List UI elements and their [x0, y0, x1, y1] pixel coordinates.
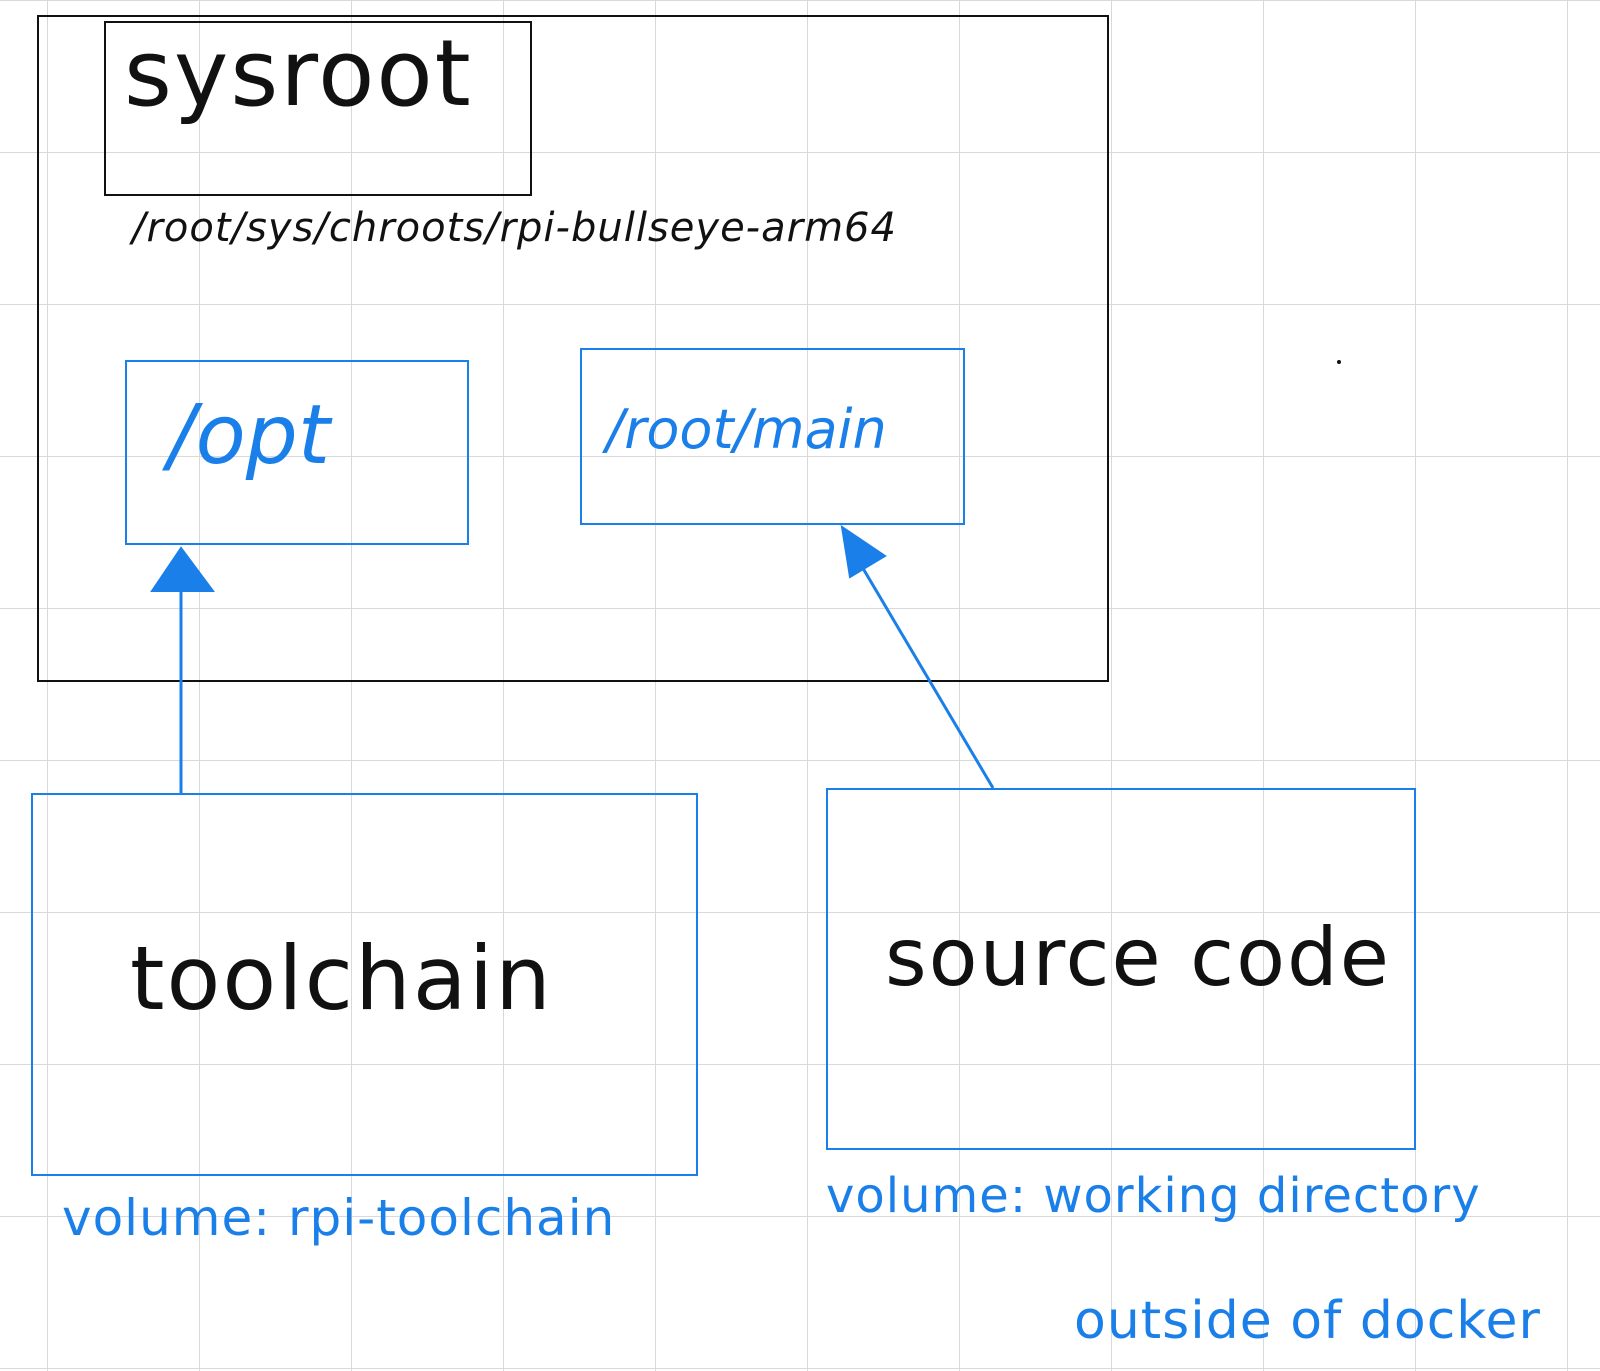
- source-code-to-root-main-arrow: [840, 524, 995, 789]
- opt-mount-box: [125, 360, 469, 545]
- stray-dot: [1337, 360, 1341, 364]
- source-volume-caption-line-2: outside of docker: [1074, 1291, 1541, 1351]
- sysroot-title: sysroot: [124, 20, 473, 127]
- source-volume-caption-line-1: volume: working directory: [826, 1168, 1481, 1224]
- opt-mount-label: /opt: [168, 388, 330, 483]
- arrowhead-icon: [150, 546, 215, 592]
- root-main-mount-label: /root/main: [606, 398, 887, 461]
- root-main-mount-box: [580, 348, 965, 525]
- toolchain-volume-caption: volume: rpi-toolchain: [62, 1189, 616, 1247]
- sysroot-container: [37, 15, 1109, 682]
- sysroot-path: /root/sys/chroots/rpi-bullseye-arm64: [132, 205, 897, 251]
- arrowhead-icon: [840, 524, 887, 579]
- source-code-box: [826, 788, 1416, 1150]
- toolchain-to-opt-arrow: [150, 546, 215, 793]
- toolchain-label: toolchain: [130, 927, 553, 1030]
- toolchain-box: [31, 793, 698, 1176]
- source-code-label: source code: [885, 911, 1392, 1004]
- sysroot-title-box: [104, 21, 532, 196]
